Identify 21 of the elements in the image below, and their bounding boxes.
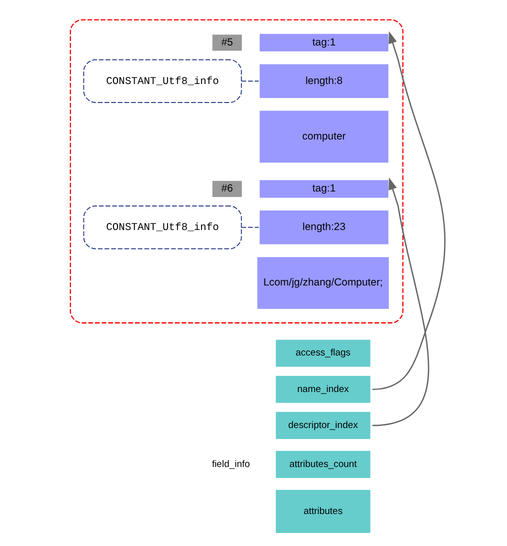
node-box: CONSTANT_Utf8_info [82,206,242,250]
node-box: Lcom/jg/zhang/Computer; [255,256,390,310]
node-box: length:23 [258,209,390,246]
node-box: length:8 [258,62,390,100]
node-box: tag:1 [258,178,390,200]
node-box: descriptor_index [274,410,372,440]
arrow [372,31,445,390]
cluster [69,19,403,324]
node-box: #6 [212,180,242,197]
node-box: #5 [212,34,242,51]
node-box: attributes [274,488,372,534]
node-box: tag:1 [258,32,390,53]
arrow [372,178,429,426]
connector [240,80,259,82]
node-box: name_index [274,374,372,404]
node-box: access_flags [274,338,372,368]
label: field_info [211,458,250,470]
node-box: attributes_count [274,449,372,480]
node-box: computer [258,109,390,164]
connector [240,226,259,228]
node-box: CONSTANT_Utf8_info [82,59,242,103]
